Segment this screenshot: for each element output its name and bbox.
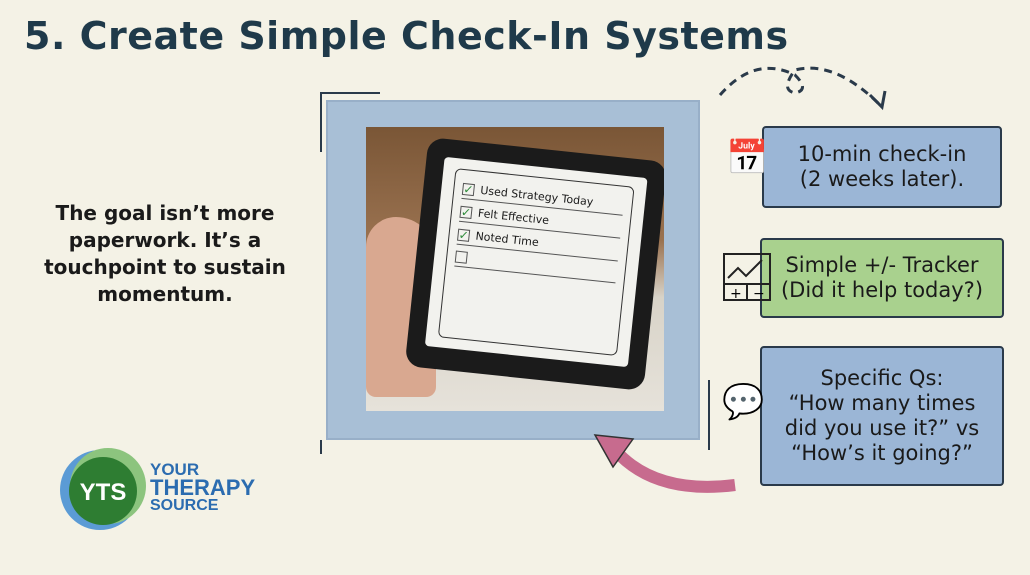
curved-pink-arrow-icon: [593, 434, 736, 493]
logo-wordmark: YOUR THERAPY SOURCE: [150, 460, 256, 515]
svg-text:+: +: [730, 286, 742, 302]
card-tracker: Simple +/- Tracker(Did it help today?): [760, 238, 1004, 318]
checklist: ✓Used Strategy Today ✓Felt Effective ✓No…: [437, 168, 635, 356]
checkmark-icon: ✓: [457, 227, 471, 243]
card-check-in: 10-min check-in(2 weeks later).: [762, 126, 1002, 208]
tablet-photo: ✓Used Strategy Today ✓Felt Effective ✓No…: [366, 127, 664, 411]
checkmark-icon: ✓: [459, 204, 473, 220]
slide-title: 5. Create Simple Check-In Systems: [24, 14, 789, 58]
dashed-loop-arrow-icon: [718, 66, 887, 111]
tablet: ✓Used Strategy Today ✓Felt Effective ✓No…: [404, 137, 664, 391]
frame-sketch-line: [320, 92, 380, 94]
calendar-icon: 📅: [726, 138, 769, 178]
goal-text: The goal isn’t more paperwork. It’s a to…: [44, 201, 286, 306]
svg-text:YTS: YTS: [80, 479, 127, 506]
chart-tracker-icon: +−: [723, 253, 771, 302]
checkmark-icon: ✓: [461, 181, 476, 197]
empty-checkbox-icon: [454, 250, 468, 264]
svg-text:−: −: [753, 286, 765, 302]
frame-sketch-line: [708, 380, 710, 450]
chat-bubbles-icon: 💬: [722, 382, 765, 422]
frame-sketch-line: [320, 440, 322, 454]
frame-sketch-line: [320, 92, 322, 152]
yts-logo: YTS: [60, 448, 146, 530]
